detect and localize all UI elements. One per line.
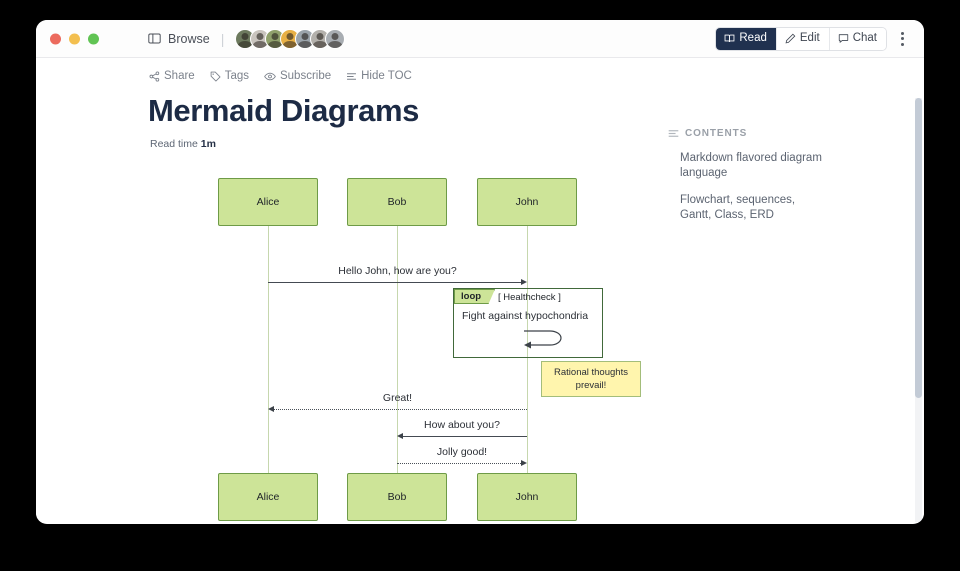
- list-icon: [346, 71, 357, 82]
- traffic-light-buttons[interactable]: [50, 33, 99, 44]
- document-page: Share Tags: [36, 58, 924, 523]
- loop-keyword-tab: loop: [454, 289, 496, 304]
- toc-heading: CONTENTS: [668, 128, 858, 139]
- chat-mode-label: Chat: [852, 31, 877, 44]
- edit-mode-button[interactable]: Edit: [776, 27, 830, 50]
- message-line-howabout: [403, 436, 527, 437]
- toc-item[interactable]: Markdown flavored diagram language: [680, 152, 822, 179]
- message-line-jolly: [397, 463, 521, 464]
- browse-label[interactable]: Browse: [168, 31, 210, 46]
- chat-mode-button[interactable]: Chat: [829, 27, 886, 50]
- message-arrowhead-hello: [521, 278, 527, 285]
- page-scrollbar-track[interactable]: [915, 98, 922, 522]
- share-action[interactable]: Share: [149, 70, 195, 82]
- tags-action[interactable]: Tags: [210, 70, 249, 82]
- subscribe-label: Subscribe: [279, 70, 332, 82]
- read-mode-label: Read: [739, 31, 767, 44]
- actor-label: Alice: [256, 196, 280, 208]
- view-mode-switcher[interactable]: Read Edit: [715, 26, 887, 51]
- hide-toc-label: Hide TOC: [361, 70, 412, 82]
- sidebar-panel-icon[interactable]: [148, 32, 161, 45]
- tag-icon: [210, 71, 221, 82]
- pencil-icon: [785, 33, 796, 44]
- read-time-value: 1m: [200, 138, 216, 150]
- note-line-1: Rational thoughts: [554, 367, 628, 378]
- note-line-2: prevail!: [575, 380, 607, 391]
- read-time: Read time 1m: [150, 138, 216, 150]
- message-arrowhead-great: [268, 405, 274, 412]
- browser-window: Browse |: [36, 20, 924, 524]
- chat-bubble-icon: [838, 33, 849, 44]
- actor-label: John: [515, 196, 539, 208]
- actor-label: Bob: [387, 491, 407, 503]
- page-title: Mermaid Diagrams: [148, 93, 419, 128]
- subscribe-action[interactable]: Subscribe: [264, 70, 331, 82]
- loop-body-label: Fight against hypochondria: [462, 310, 589, 322]
- eye-icon: [264, 71, 276, 82]
- overflow-menu-icon[interactable]: [895, 28, 910, 50]
- lifeline-john: [527, 226, 528, 497]
- toc-item[interactable]: Flowchart, sequences, Gantt, Class, ERD: [680, 194, 796, 221]
- mermaid-sequence-diagram: Alice Bob John Hello John, how are you? …: [148, 178, 668, 521]
- table-of-contents: CONTENTS Markdown flavored diagram langu…: [668, 128, 858, 223]
- message-arrowhead-jolly: [521, 459, 527, 466]
- close-window-button[interactable]: [50, 33, 61, 44]
- message-label-howabout: How about you?: [424, 419, 500, 431]
- message-label-hello: Hello John, how are you?: [338, 265, 457, 277]
- list-icon: [668, 129, 679, 138]
- page-action-bar: Share Tags: [149, 70, 412, 82]
- actor-box-alice-bottom[interactable]: Alice: [218, 473, 318, 521]
- book-icon: [724, 33, 735, 44]
- loop-fragment-box: loop [ Healthcheck ] Fight against hypoc…: [453, 288, 603, 358]
- window-titlebar: Browse |: [36, 20, 924, 58]
- edit-mode-label: Edit: [799, 31, 820, 44]
- actor-box-bob-bottom[interactable]: Bob: [347, 473, 447, 521]
- toolbar-divider: |: [220, 30, 225, 47]
- note-text: Rational thoughts prevail!: [554, 366, 628, 392]
- actor-label: Alice: [256, 491, 280, 503]
- page-scrollbar-thumb[interactable]: [915, 98, 922, 398]
- actor-label: John: [515, 491, 539, 503]
- hide-toc-action[interactable]: Hide TOC: [346, 70, 412, 82]
- actor-box-john-bottom[interactable]: John: [477, 473, 577, 521]
- avatar[interactable]: [325, 28, 346, 49]
- lifeline-bob: [397, 226, 398, 497]
- read-time-label: Read time: [150, 138, 198, 150]
- lifeline-alice: [268, 226, 269, 497]
- collaborator-avatars[interactable]: [235, 28, 346, 49]
- message-line-great: [274, 409, 527, 410]
- note-rational-thoughts: Rational thoughts prevail!: [541, 361, 641, 397]
- message-arrowhead-howabout: [397, 432, 403, 439]
- read-mode-button[interactable]: Read: [716, 27, 777, 50]
- minimize-window-button[interactable]: [69, 33, 80, 44]
- message-label-great: Great!: [382, 392, 413, 404]
- actor-label: Bob: [387, 196, 407, 208]
- browse-group: Browse |: [148, 28, 346, 49]
- maximize-window-button[interactable]: [88, 33, 99, 44]
- tags-label: Tags: [224, 70, 249, 82]
- loop-condition-label: [ Healthcheck ]: [498, 292, 561, 303]
- actor-box-bob-top[interactable]: Bob: [347, 178, 447, 226]
- message-label-jolly: Jolly good!: [436, 446, 488, 458]
- titlebar-right-controls: Read Edit: [715, 26, 910, 51]
- actor-box-john-top[interactable]: John: [477, 178, 577, 226]
- message-line-hello: [268, 282, 521, 283]
- share-label: Share: [164, 70, 195, 82]
- self-message-arrow: [524, 330, 562, 349]
- share-icon: [149, 70, 160, 82]
- toc-heading-label: CONTENTS: [685, 128, 748, 139]
- actor-box-alice-top[interactable]: Alice: [218, 178, 318, 226]
